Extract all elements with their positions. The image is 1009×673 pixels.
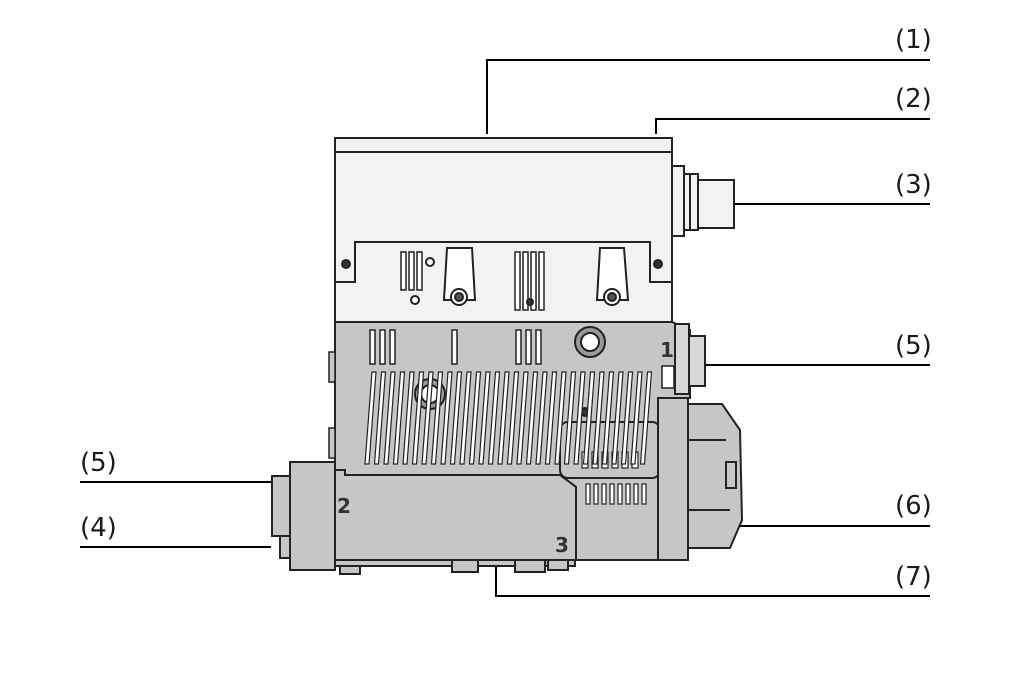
vent-slot	[468, 371, 482, 465]
vent-slots-upper	[364, 371, 653, 465]
port-label-2: 2	[337, 494, 351, 518]
pilot-coil-module	[657, 397, 744, 561]
callout-5-left: (5)	[80, 448, 117, 478]
vent-slot	[459, 371, 472, 465]
leader-lines	[80, 59, 930, 597]
vent-slot	[364, 371, 377, 465]
vent-slot	[478, 371, 491, 465]
vent-slot	[525, 371, 539, 465]
vent-slot	[611, 371, 624, 465]
port-2-fitting	[271, 461, 336, 571]
vent-slot	[573, 371, 586, 465]
vent-slot	[373, 371, 387, 465]
vent-slot	[630, 371, 643, 465]
vent-slot	[563, 371, 577, 465]
callout-1: (1)	[895, 25, 932, 55]
callout-labels: (1) (2) (3) (5) (6) (7) (5) (4)	[80, 25, 932, 592]
vent-slot	[421, 371, 434, 465]
callout-6: (6)	[895, 491, 932, 521]
vent-slot	[592, 371, 605, 465]
vent-slot	[440, 371, 453, 465]
vent-slot	[506, 371, 520, 465]
vent-slot	[535, 371, 548, 465]
vent-slot	[639, 371, 653, 465]
vent-slot	[392, 371, 406, 465]
vent-slot	[582, 371, 596, 465]
vent-slot	[383, 371, 396, 465]
vent-slot	[554, 371, 567, 465]
side-tabs	[328, 351, 336, 459]
vent-slot	[601, 371, 615, 465]
callout-3: (3)	[895, 170, 932, 200]
port-1-fitting	[674, 323, 706, 395]
callout-7: (7)	[895, 562, 932, 592]
vent-slot	[487, 371, 501, 465]
vent-slot	[411, 371, 425, 465]
leader-2	[655, 118, 930, 134]
vent-slot	[620, 371, 634, 465]
vent-slot	[544, 371, 558, 465]
callout-2: (2)	[895, 84, 932, 114]
m12-connector	[671, 165, 735, 237]
port-label-3: 3	[555, 533, 569, 557]
leader-7	[495, 565, 930, 597]
lower-cover	[334, 469, 577, 561]
leader-1	[486, 59, 930, 134]
port-label-1: 1	[660, 338, 674, 362]
vent-slot	[449, 371, 463, 465]
vent-slot	[497, 371, 510, 465]
head-module	[334, 137, 673, 323]
port-labels: 1 2 3	[337, 338, 674, 557]
vent-slot	[402, 371, 415, 465]
callout-4: (4)	[80, 513, 117, 543]
sub-base-feet	[334, 559, 576, 575]
vent-slot	[430, 371, 444, 465]
callout-5-right: (5)	[895, 331, 932, 361]
vent-slot	[516, 371, 529, 465]
